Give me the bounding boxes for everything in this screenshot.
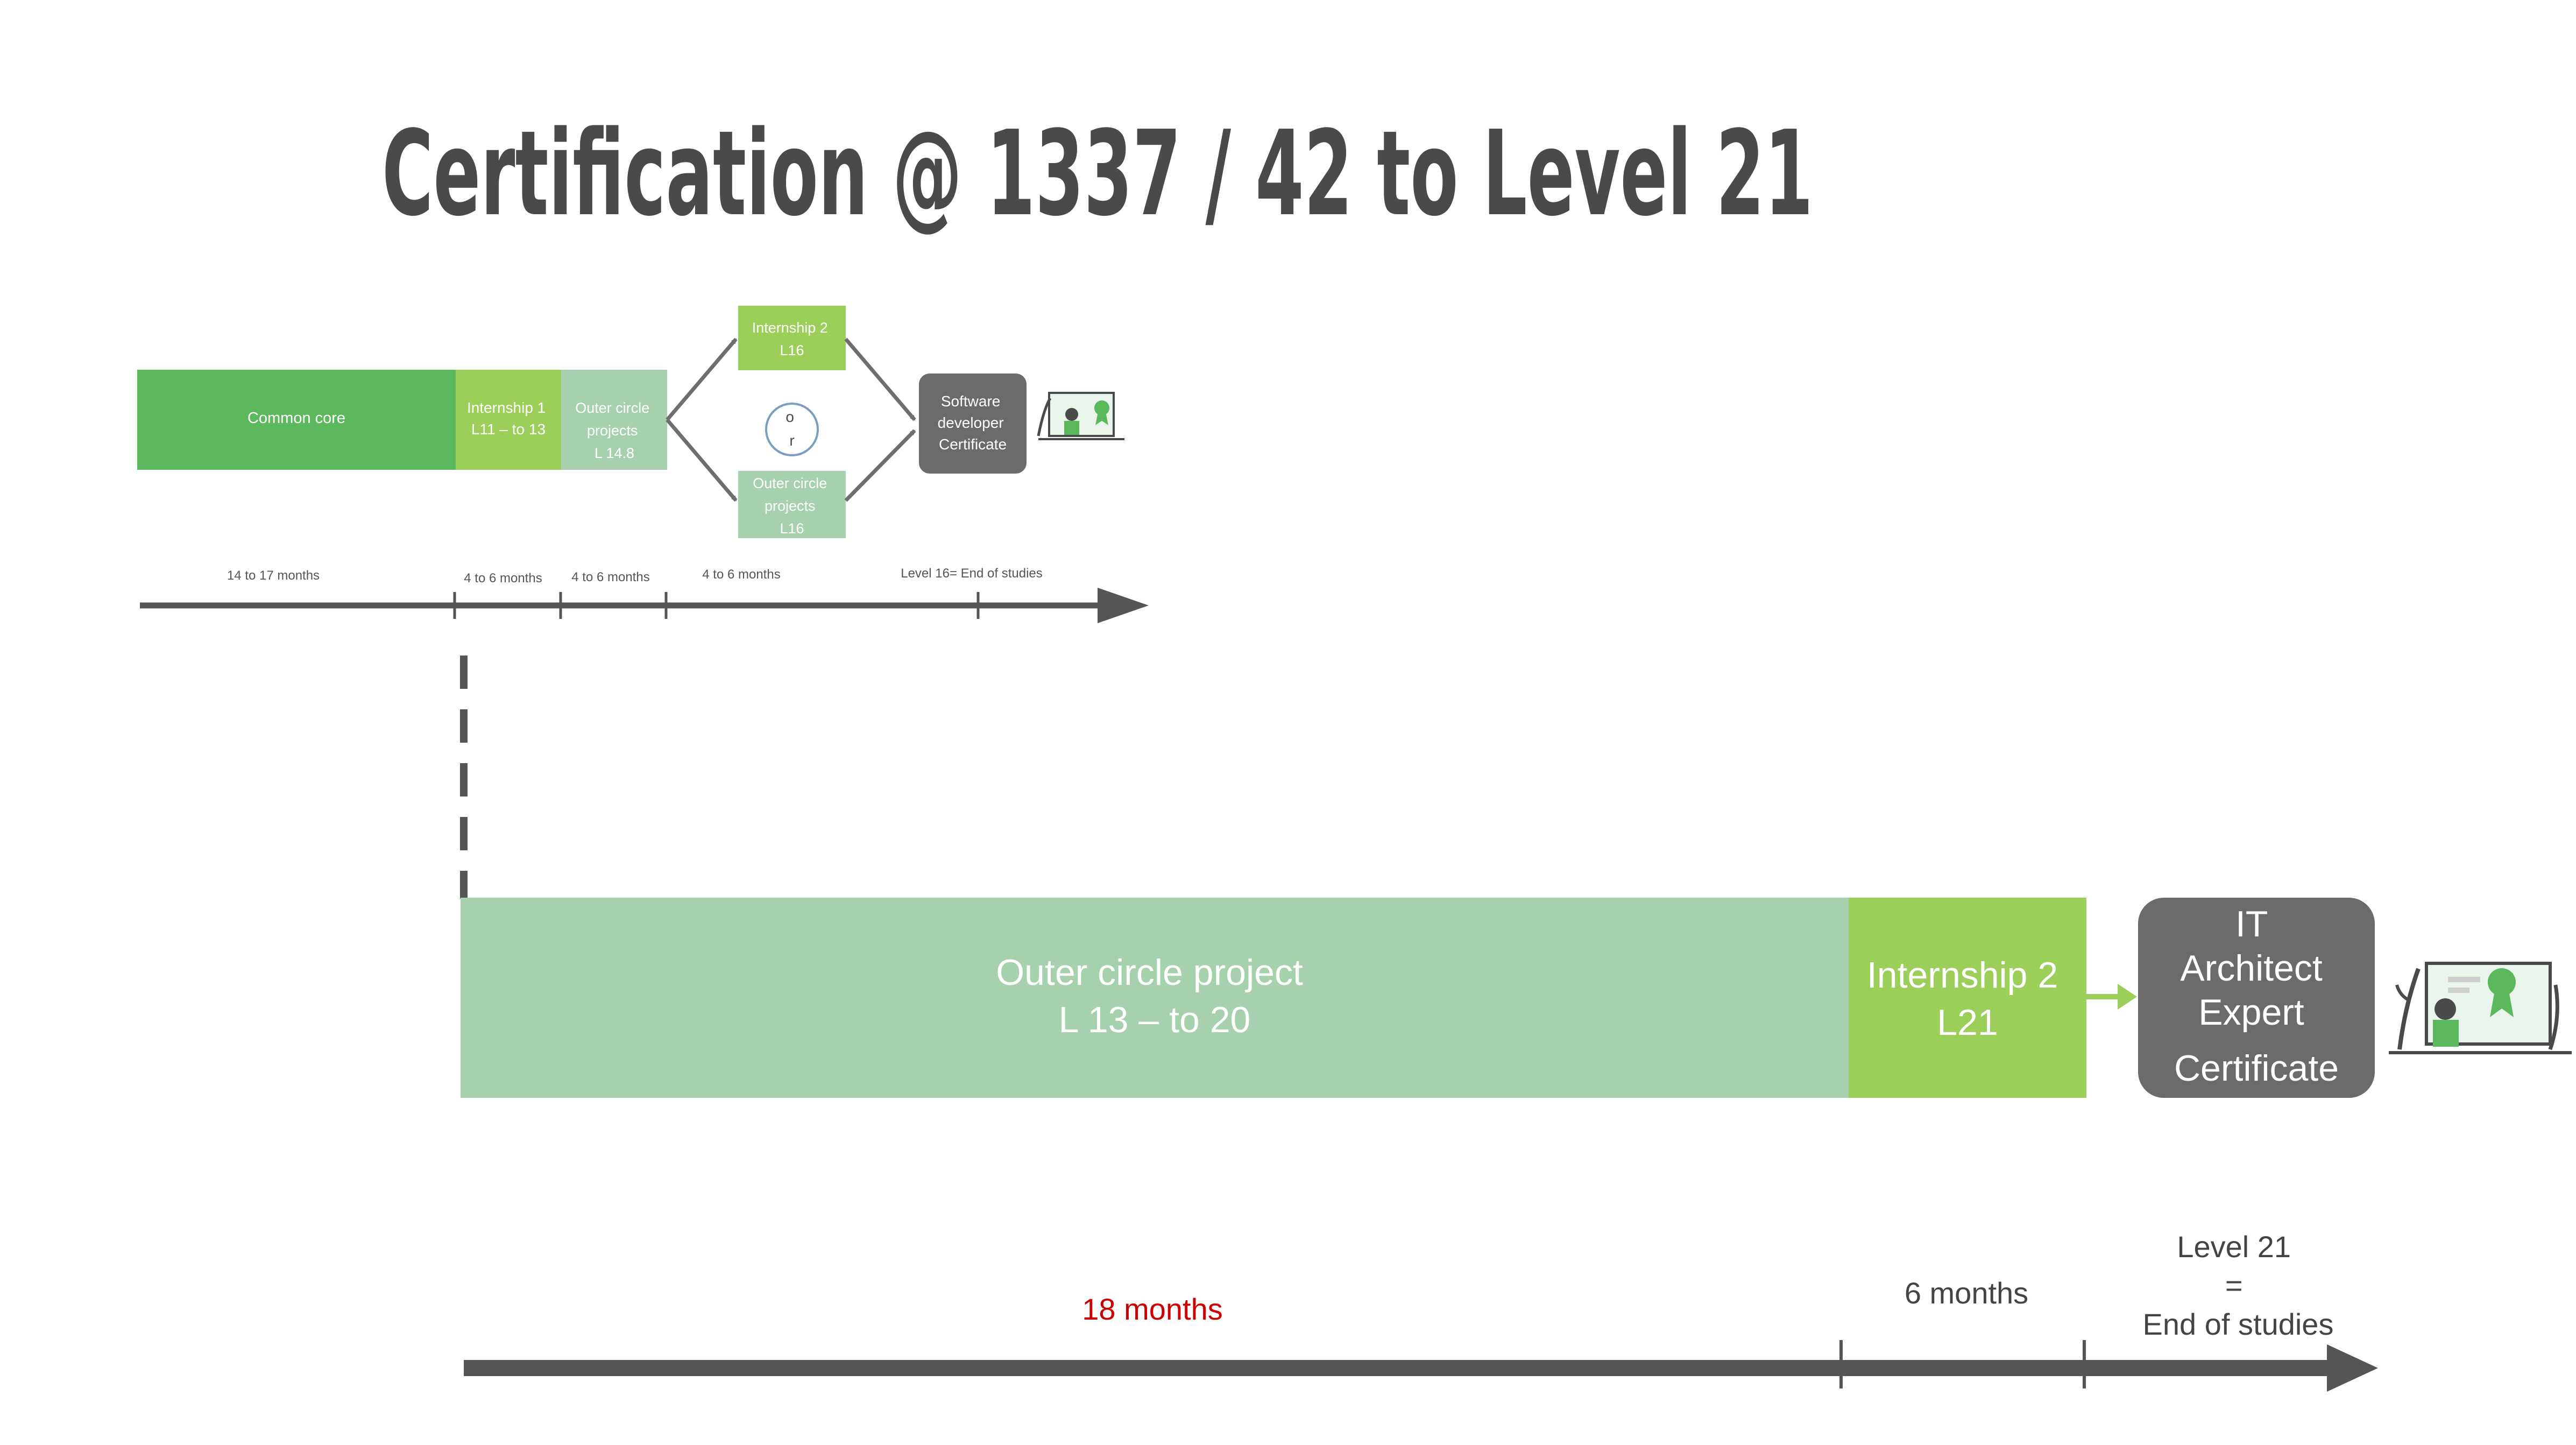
or-label-line2: r <box>789 432 794 449</box>
software-certificate-label: Software developer Certificate <box>938 393 1008 453</box>
internship2-small-label: Internship 2 L16 <box>752 320 832 358</box>
it-architect-line3: Expert <box>2198 992 2304 1033</box>
software-certificate-line1: Software <box>941 393 1001 410</box>
top-duration-outer-circle: 4 to 6 months <box>571 570 649 584</box>
or-circle <box>765 403 819 456</box>
merge-arrow-from-internship <box>844 337 916 421</box>
internship2-block <box>1849 898 2086 1098</box>
merge-arrow-from-outer <box>844 429 916 502</box>
bottom-end-label: Level 21 = End of studies <box>2143 1230 2334 1341</box>
top-duration-branch: 4 to 6 months <box>702 567 780 582</box>
bottom-end-line2: = <box>2225 1268 2243 1302</box>
outer-circle-project-line1: Outer circle project <box>996 952 1303 993</box>
top-path-diagram: Common core Internship 1 L11 – to 13 Out… <box>137 306 1149 623</box>
page-title: Certification @ 1337 / 42 to Level 21 <box>382 106 1813 242</box>
outer-circle-block <box>561 370 667 470</box>
top-duration-internship1: 4 to 6 months <box>464 571 542 586</box>
it-architect-line1: IT <box>2235 904 2267 944</box>
or-label: o r <box>785 408 798 449</box>
bottom-end-line3: End of studies <box>2143 1307 2334 1341</box>
internship2-line2: L21 <box>1937 1002 1998 1043</box>
certificate-arrow-head <box>2118 984 2137 1010</box>
bottom-duration-outer-circle: 18 months <box>1082 1292 1223 1326</box>
bottom-duration-internship: 6 months <box>1905 1276 2028 1310</box>
top-timeline-arrowhead <box>1098 588 1149 623</box>
it-architect-line4: Certificate <box>2174 1048 2339 1089</box>
internship2-label: Internship 2 L21 <box>1867 955 2068 1043</box>
top-end-label: Level 16= End of studies <box>901 566 1043 581</box>
top-duration-common-core: 14 to 17 months <box>227 568 320 583</box>
branch-arrow-up <box>666 337 738 421</box>
outer-circle-label-line3: L 14.8 <box>595 445 634 461</box>
internship2-small-line1: Internship 2 <box>752 320 828 336</box>
expert-certificate-illustration-icon <box>2389 962 2572 1054</box>
outer-circle-l16-line2: projects <box>765 498 816 514</box>
outer-circle-project-label: Outer circle project L 13 – to 20 <box>996 952 1313 1040</box>
outer-circle-project-line2: L 13 – to 20 <box>1059 999 1251 1040</box>
software-certificate-line2: developer <box>938 414 1004 431</box>
software-certificate-line3: Certificate <box>939 436 1007 453</box>
internship1-label-line2: L11 – to 13 <box>471 421 546 438</box>
it-architect-line2: Architect <box>2180 948 2323 989</box>
outer-circle-label: Outer circle projects L 14.8 <box>575 400 654 461</box>
outer-circle-label-line1: Outer circle <box>575 400 649 416</box>
bottom-end-line1: Level 21 <box>2177 1230 2291 1264</box>
software-certificate-block <box>919 373 1027 474</box>
outer-circle-l16-line1: Outer circle <box>753 475 827 491</box>
outer-circle-project-block <box>461 898 1849 1098</box>
internship2-line1: Internship 2 <box>1867 955 2058 996</box>
bottom-timeline-arrowhead <box>2327 1344 2378 1392</box>
outer-circle-l16-line3: L16 <box>780 520 804 537</box>
it-architect-certificate-block <box>2138 898 2375 1098</box>
internship2-small-line2: L16 <box>780 342 804 358</box>
certificate-illustration-icon <box>1037 392 1124 440</box>
common-core-label: Common core <box>247 410 345 427</box>
branch-arrow-down <box>666 418 738 502</box>
outer-circle-l16-block <box>738 471 846 538</box>
internship2-small-block <box>738 306 846 370</box>
internship1-block <box>456 370 561 470</box>
it-architect-certificate-label: IT Architect Expert Certificate <box>2174 904 2339 1089</box>
bottom-path-diagram: Outer circle project L 13 – to 20 Intern… <box>461 898 2572 1392</box>
or-label-line1: o <box>785 408 794 425</box>
common-core-block <box>137 370 456 470</box>
outer-circle-label-line2: projects <box>587 422 638 439</box>
internship1-label: Internship 1 L11 – to 13 <box>467 399 550 438</box>
outer-circle-l16-label: Outer circle projects L16 <box>753 475 831 537</box>
internship1-label-line1: Internship 1 <box>467 399 546 416</box>
